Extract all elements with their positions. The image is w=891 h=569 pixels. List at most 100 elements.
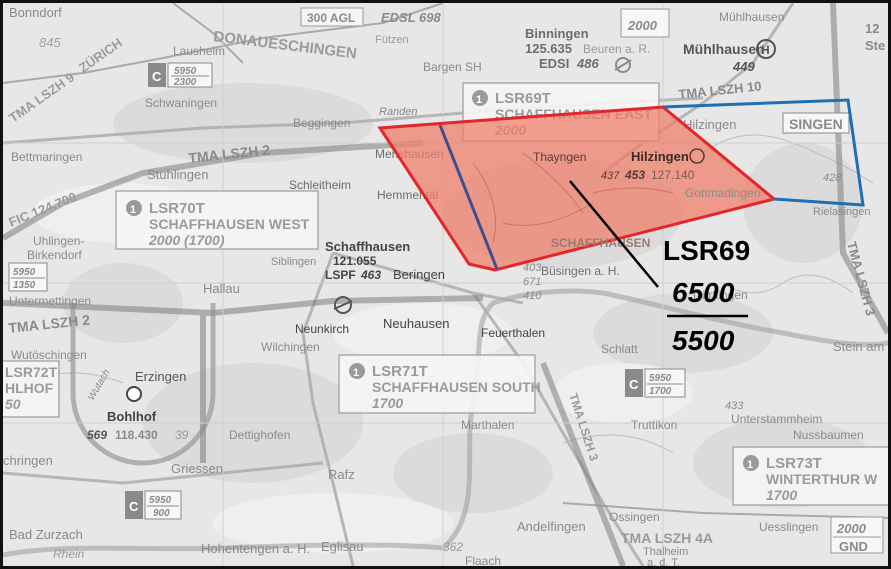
label-stein: Stein am (833, 339, 884, 354)
map-canvas: Bonndorf DONAUESCHINGEN 845 ZÜRICH TMA L… (3, 3, 888, 566)
singen-box (782, 112, 850, 134)
lsr72t-alt: 50 (5, 396, 21, 412)
label-singen: SINGEN (789, 116, 843, 132)
label-erzingen: Erzingen (135, 369, 186, 384)
label-elev-433: 433 (725, 400, 744, 412)
lsr69-title-block: LSR69 6500 5500 (663, 235, 750, 356)
label-alt-2000: 2000 (836, 521, 867, 536)
label-binningen-freq: 125.635 (525, 41, 572, 56)
label-muhlhausen-top: Mühlhausen (719, 10, 784, 24)
alt-box-top: 2000 (620, 8, 670, 38)
label-elev-410: 410 (523, 290, 542, 302)
label-flaach: Flaach (465, 554, 501, 566)
svg-text:H: H (761, 43, 770, 57)
label-wutoschingen: Wutöschingen (11, 348, 87, 362)
label-dettighofen: Dettighofen (229, 428, 290, 442)
label-randen: Randen (379, 106, 418, 118)
label-rhein: Rhein (53, 547, 85, 561)
lsr71t-code: LSR71T (372, 363, 428, 380)
label-bargen: Bargen SH (423, 60, 482, 74)
tma-boundaries (3, 3, 888, 566)
lsr69-code: LSR69 (663, 235, 750, 266)
label-uhlingen-upper: 5950 (13, 267, 36, 278)
edsi-runway-icon (614, 59, 632, 71)
lsr71t-name: SCHAFFHAUSEN SOUTH (372, 379, 541, 395)
label-gottmadingen: Gottmadingen (685, 186, 760, 200)
svg-text:C: C (629, 377, 639, 392)
class-c-box-schlatt: C 5950 1700 (625, 368, 686, 398)
label-schaffhausen-ctr: SCHAFFHAUSEN (551, 236, 650, 250)
lsr70t-name: SCHAFFHAUSEN WEST (149, 216, 310, 232)
lsr73t-alt: 1700 (766, 487, 797, 503)
label-schlatt: Schlatt (601, 342, 638, 356)
label-bohlhof-elev: 569 (87, 428, 107, 442)
bohlhof-airfield-icon (126, 386, 142, 402)
label-griessen-lower: 900 (153, 508, 170, 519)
label-hilzingen: Hilzingen (631, 149, 689, 164)
lsr73t-code: LSR73T (766, 455, 822, 472)
alt-box-gnd: 2000 GND (830, 516, 884, 554)
svg-text:1: 1 (747, 459, 753, 471)
label-edsi-elev: 486 (576, 56, 599, 71)
label-schlatt-lower: 1700 (649, 386, 672, 397)
label-edsi: EDSI (539, 56, 569, 71)
lsr69-upper-limit: 6500 (672, 277, 735, 308)
svg-text:1: 1 (130, 204, 136, 216)
svg-text:1: 1 (476, 94, 482, 106)
label-elev-403: 403 (523, 262, 542, 274)
label-hilzingen-top: Hilzingen (683, 117, 736, 132)
label-eglisau: Eglisau (321, 539, 364, 554)
singen-labels: 428 Rielasingen Gottmadingen (685, 172, 870, 218)
label-freq-127: 127.140 (651, 168, 695, 182)
label-uesslingen: Uesslingen (759, 520, 818, 534)
label-lausheim-upper: 5950 (174, 66, 197, 77)
lsr73t-box: 1 LSR73T WINTERTHUR W 1700 (732, 446, 888, 506)
agl-box: 300 AGL (300, 7, 364, 27)
lsr73t-name: WINTERTHUR W (766, 471, 878, 487)
label-stuhlingen: Stühlingen (147, 167, 208, 182)
label-elev-362: 362 (443, 540, 463, 554)
label-neunkirch: Neunkirch (295, 322, 349, 336)
label-muhlhausen-heli: Mühlhausen (683, 41, 765, 57)
label-thayngen: Thayngen (533, 150, 586, 164)
lsr69-lower-limit: 5500 (672, 325, 735, 356)
label-feuerthalen: Feuerthalen (481, 326, 545, 340)
label-hohentengen: Hohentengen a. H. (201, 541, 310, 556)
label-truttikon: Truttikon (631, 418, 677, 432)
label-fuetzen: Fützen (375, 34, 409, 46)
label-schaffhausen-freq: 121.055 (333, 254, 377, 268)
lspf-runway-icon (333, 300, 353, 310)
label-gnd: GND (839, 539, 868, 554)
svg-text:1: 1 (353, 367, 359, 379)
label-beringen: Beringen (393, 267, 445, 282)
svg-text:C: C (129, 499, 139, 514)
lsr70t-alt: 2000 (1700) (148, 232, 225, 248)
label-edsl: EDSL 698 (381, 10, 442, 25)
singen-tma-boundary[interactable] (662, 98, 865, 207)
label-elev-845: 845 (39, 35, 61, 50)
label-bohlhof-freq: 118.430 (115, 428, 158, 442)
label-rielasingen: Rielasingen (813, 206, 870, 218)
label-griessen: Griessen (171, 461, 223, 476)
label-dorflingen: Dörflingen (693, 288, 748, 302)
label-bad-zurzach: Bad Zurzach (9, 527, 83, 542)
lsr69-leader-line (569, 180, 659, 288)
label-lausheim-lower: 2300 (173, 77, 197, 88)
label-untermettingen: Untermettingen (9, 294, 91, 308)
label-birkendorf: Birkendorf (27, 248, 82, 262)
label-beuren: Beuren a. R. (583, 42, 650, 56)
label-elev-428: 428 (823, 172, 842, 184)
label-schaffhausen: Schaffhausen (325, 239, 410, 254)
label-bettmaringen: Bettmaringen (11, 150, 82, 164)
label-bonndorf: Bonndorf (9, 5, 62, 20)
label-neuhausen: Neuhausen (383, 316, 450, 331)
label-beggingen: Beggingen (293, 116, 350, 130)
label-lausheim: Lausheim (173, 44, 225, 58)
label-muhlhausen-elev: 449 (732, 59, 755, 74)
lspf-airfield-icon (334, 296, 352, 314)
label-binningen: Binningen (525, 26, 589, 41)
label-schlatt-upper: 5950 (649, 373, 672, 384)
box-uhlingen: 5950 1350 (8, 262, 48, 292)
lsr72t-code: LSR72T (5, 364, 58, 380)
